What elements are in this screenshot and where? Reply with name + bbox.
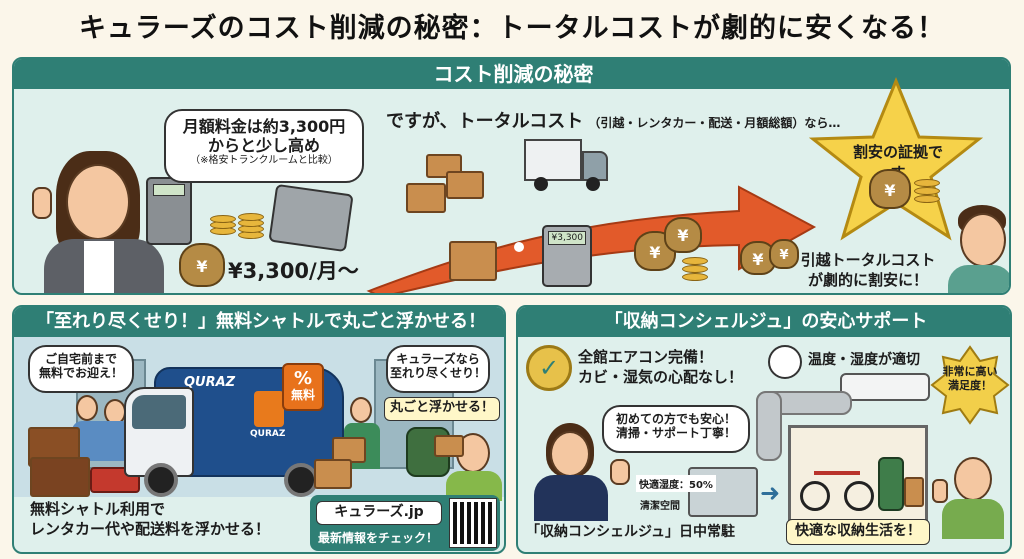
arrow-right-icon: ➜ <box>760 479 781 507</box>
family-person <box>76 395 98 421</box>
qr-code-icon <box>449 498 497 548</box>
thumbs-up-icon <box>932 479 948 503</box>
money-bag-icon: ¥ <box>769 239 799 269</box>
clean-label: 清潔空間 <box>640 501 680 512</box>
monthly-price-label: ¥3,300/月〜 <box>228 259 359 283</box>
humidity-label: 快適湿度：50% <box>636 475 716 492</box>
satisfaction-label: 非常に高い 満足度！ <box>942 365 998 393</box>
concierge-banner: 「収納コンシェルジュ」の安心サポート <box>518 307 1010 337</box>
concierge-panel: 「収納コンシェルジュ」の安心サポート ✓ 全館エアコン完備！ カビ・湿気の心配な… <box>516 305 1012 554</box>
cardboard-box <box>426 154 462 178</box>
golf-bag-icon <box>878 457 904 511</box>
service-speech-bubble: キュラーズなら 至れり尽くせり！ <box>386 345 490 393</box>
cardboard-box <box>904 477 924 507</box>
aircon-feature: 全館エアコン完備！ カビ・湿気の心配なし！ <box>578 348 744 387</box>
temperature-feature: 温度・湿度が適切 <box>808 352 920 368</box>
pickup-speech-bubble: ご自宅前まで 無料でお迎え！ <box>28 345 134 393</box>
money-bag-icon: ¥ <box>869 169 911 209</box>
website-link[interactable]: キュラーズ.jp <box>316 501 442 525</box>
cardboard-box <box>434 435 464 457</box>
footer-label: 快適な収納生活を！ <box>786 519 930 545</box>
shuttle-banner: 「至れり尽くせり！」無料シャトルで丸ごと浮かせる！ <box>14 307 504 337</box>
calculator-icon <box>268 183 354 253</box>
support-speech-bubble: 初めての方でも安心！ 清掃・サポート丁寧！ <box>602 405 750 453</box>
page-title: キュラーズのコスト削減の秘密：トータルコストが劇的に安くなる！ <box>78 13 946 44</box>
cardboard-box <box>446 171 484 199</box>
concierge-label: 「収納コンシェルジュ」日中常駐 <box>526 524 736 540</box>
price-speech-bubble: 月額料金は約3,300円 からと少し高め （※格安トランクルームと比較） <box>164 109 364 183</box>
air-duct <box>756 391 782 461</box>
cardboard-box <box>314 459 352 489</box>
website-card: キュラーズ.jp 最新情報をチェック！ <box>310 495 500 551</box>
cost-secret-banner: コスト削減の秘密 <box>14 59 1009 89</box>
customer-person <box>954 457 992 501</box>
truck-brand-text: QURAZ <box>184 375 236 390</box>
calculator-icon: ¥3,300 <box>542 225 592 287</box>
thumbs-up-icon <box>32 187 52 219</box>
shuttle-panel: 「至れり尽くせり！」無料シャトルで丸ごと浮かせる！ ご自宅前まで 無料でお迎え！… <box>12 305 506 554</box>
float-label: 丸ごと浮かせる！ <box>384 397 500 421</box>
badge-check-icon: ✓ <box>526 345 572 391</box>
star-badge-icon <box>930 345 1010 425</box>
cost-secret-panel: コスト削減の秘密 月額料金は約3,300円 からと少し高め （※格安トランクルー… <box>12 57 1011 295</box>
total-cost-heading: ですが、トータルコスト （引越・レンタカー・配送・月額総額）なら… <box>386 111 841 132</box>
staff-person <box>350 397 372 423</box>
gauge-icon <box>768 345 802 379</box>
shuttle-caption: 無料シャトル利用で レンタカー代や配送料を浮かせる！ <box>30 500 271 539</box>
air-conditioner-icon <box>840 373 930 401</box>
brand-logo <box>254 391 284 427</box>
free-badge: % 無料 <box>282 363 324 411</box>
calculator-icon <box>146 177 192 245</box>
wave-hand-icon <box>610 459 630 485</box>
luggage-trunk <box>30 457 90 497</box>
cardboard-box <box>406 183 446 213</box>
money-bag-icon: ¥ <box>664 217 702 253</box>
money-bag-icon: ¥ <box>179 243 225 287</box>
website-cta: 最新情報をチェック！ <box>318 531 439 545</box>
cardboard-box <box>449 241 497 281</box>
result-text: 引越トータルコスト が劇的に割安に！ <box>800 251 936 289</box>
